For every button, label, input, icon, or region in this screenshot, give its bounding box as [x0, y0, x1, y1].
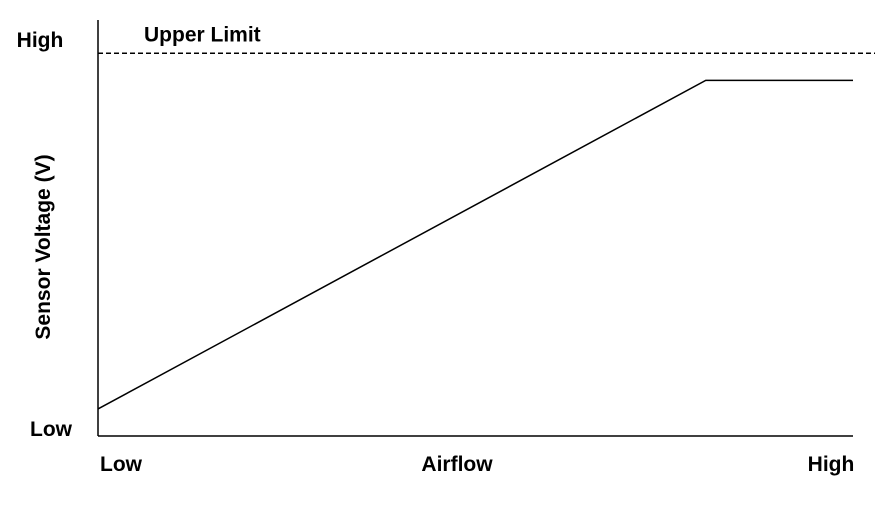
- series-layer: [97, 79, 853, 410]
- y-tick-label-high: High: [17, 29, 64, 52]
- upper-limit-label: Upper Limit: [144, 23, 261, 46]
- y-tick-label-low: Low: [30, 418, 73, 441]
- x-tick-label-low: Low: [100, 453, 143, 476]
- x-axis-label: Airflow: [421, 453, 493, 476]
- x-tick-label-high: High: [808, 453, 855, 476]
- y-axis-label: Sensor Voltage (V): [32, 154, 55, 339]
- series-line-0: [97, 79, 853, 410]
